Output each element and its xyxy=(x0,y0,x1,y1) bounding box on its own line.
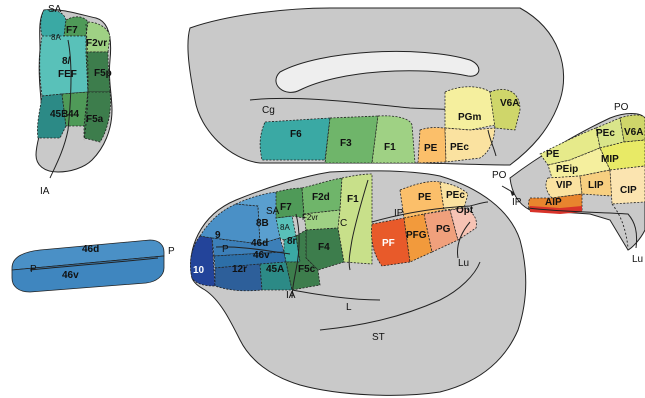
label-PO-medial: PO xyxy=(492,170,507,181)
label-8r: 8r xyxy=(287,236,297,247)
label-F5c: F5c xyxy=(298,264,316,275)
label-46v-inset: 46v xyxy=(62,270,79,281)
label-P-lateral: P xyxy=(222,244,229,255)
medial-hemisphere-view: Cg F6 F3 F1 PGm V6A PE PEc PO xyxy=(188,8,564,196)
area-PGm xyxy=(445,87,495,130)
label-PGm: PGm xyxy=(458,112,481,123)
label-FEF-inset: FEF xyxy=(58,69,77,80)
label-F2d: F2d xyxy=(312,192,330,203)
label-8A-inset: 8A xyxy=(51,33,61,42)
label-10: 10 xyxy=(193,265,205,276)
label-IA-inset: IA xyxy=(40,186,50,197)
label-45B-inset: 45B xyxy=(50,109,68,120)
label-IA-lateral: IA xyxy=(286,290,296,301)
label-F2vr-inset: F2vr xyxy=(86,38,107,49)
label-F4: F4 xyxy=(318,242,330,253)
label-F3-medial: F3 xyxy=(340,138,352,149)
area-V6A-medial xyxy=(490,89,520,130)
label-PO-parietal: PO xyxy=(614,102,629,113)
label-F1-lateral: F1 xyxy=(347,194,359,205)
label-PEip: PEip xyxy=(556,164,578,175)
label-V6A-medial: V6A xyxy=(500,98,519,109)
label-8-inset: 8/ xyxy=(62,56,71,67)
label-C: C xyxy=(340,218,347,229)
label-PE-lateral: PE xyxy=(418,192,432,203)
label-F6-medial: F6 xyxy=(290,129,302,140)
label-9: 9 xyxy=(215,230,221,241)
label-CIP: CIP xyxy=(620,185,637,196)
label-SA-inset: SA xyxy=(48,4,62,15)
label-L: L xyxy=(346,302,352,313)
label-AIP: AIP xyxy=(545,197,562,208)
label-12r: 12r xyxy=(232,264,247,275)
label-P-inset-left: P xyxy=(30,264,37,275)
label-PF: PF xyxy=(382,238,395,249)
label-Opt: Opt xyxy=(456,205,474,216)
label-46v-lateral: 46v xyxy=(253,250,270,261)
label-IP-parietal: IP xyxy=(512,197,522,208)
label-PEc-medial: PEc xyxy=(450,142,469,153)
label-SA-lateral: SA xyxy=(266,206,280,217)
label-PEc-parietal: PEc xyxy=(596,128,615,139)
label-46d-inset: 46d xyxy=(82,244,99,255)
label-8A-lateral: 8A xyxy=(280,223,290,232)
label-V6A-parietal: V6A xyxy=(624,127,643,138)
label-46d-lateral: 46d xyxy=(251,238,268,249)
frontal-lobe-inset: SA 8A F7 F2vr 8/ FEF F5p 45B 44 F5a IA xyxy=(36,4,112,197)
label-F5a-inset: F5a xyxy=(86,114,104,125)
label-PE-parietal: PE xyxy=(546,149,560,160)
label-Lu-lateral: Lu xyxy=(458,258,469,269)
label-ST: ST xyxy=(372,332,385,343)
label-Lu-parietal: Lu xyxy=(632,254,643,265)
label-F2vr-lateral: F2vr xyxy=(302,213,318,222)
lateral-hemisphere-view: F2d F7 F1 F2vr SA 8B 8A C 9 P 46d 8r F4 … xyxy=(190,171,525,396)
label-F5p-inset: F5p xyxy=(94,68,112,79)
label-Cg: Cg xyxy=(262,105,275,116)
label-PE-medial: PE xyxy=(424,143,438,154)
label-8B: 8B xyxy=(256,218,269,229)
label-F1-medial: F1 xyxy=(384,142,396,153)
label-PEc-lateral: PEc xyxy=(446,190,465,201)
area-F1-medial xyxy=(372,116,415,163)
label-LIP: LIP xyxy=(588,180,604,191)
principal-sulcus-inset: 46d 46v P P xyxy=(12,240,175,292)
label-MIP: MIP xyxy=(601,154,619,165)
label-PG: PG xyxy=(436,224,451,235)
label-IP-lateral: IP xyxy=(394,208,404,219)
label-44-inset: 44 xyxy=(68,109,80,120)
label-45A: 45A xyxy=(266,264,284,275)
label-VIP: VIP xyxy=(556,180,572,191)
label-F7-inset: F7 xyxy=(66,25,78,36)
label-P-inset-right: P xyxy=(168,246,175,257)
label-PFG: PFG xyxy=(406,230,427,241)
label-F7-lateral: F7 xyxy=(280,202,292,213)
